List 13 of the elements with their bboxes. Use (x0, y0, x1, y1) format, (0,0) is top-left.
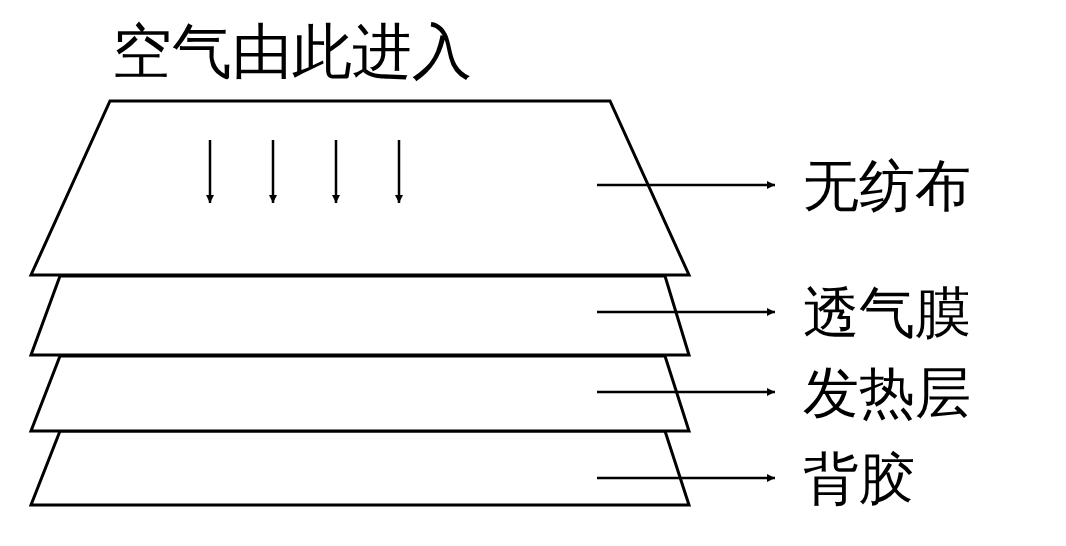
layer-label: 无纺布 (803, 155, 971, 217)
layer-sheet (30, 100, 690, 275)
layer-label: 发热层 (803, 362, 971, 424)
layer-label: 背胶 (803, 448, 915, 510)
leader-arrow (597, 388, 775, 396)
leader-arrow (597, 308, 775, 316)
layer-sheet (30, 430, 690, 506)
layer-sheet (30, 355, 690, 432)
leader-arrow (597, 474, 775, 482)
layer-label: 透气膜 (803, 282, 971, 344)
caption-text: 空气由此进入 (112, 18, 472, 84)
layer-sheet (30, 275, 690, 355)
leader-arrow (597, 181, 775, 189)
